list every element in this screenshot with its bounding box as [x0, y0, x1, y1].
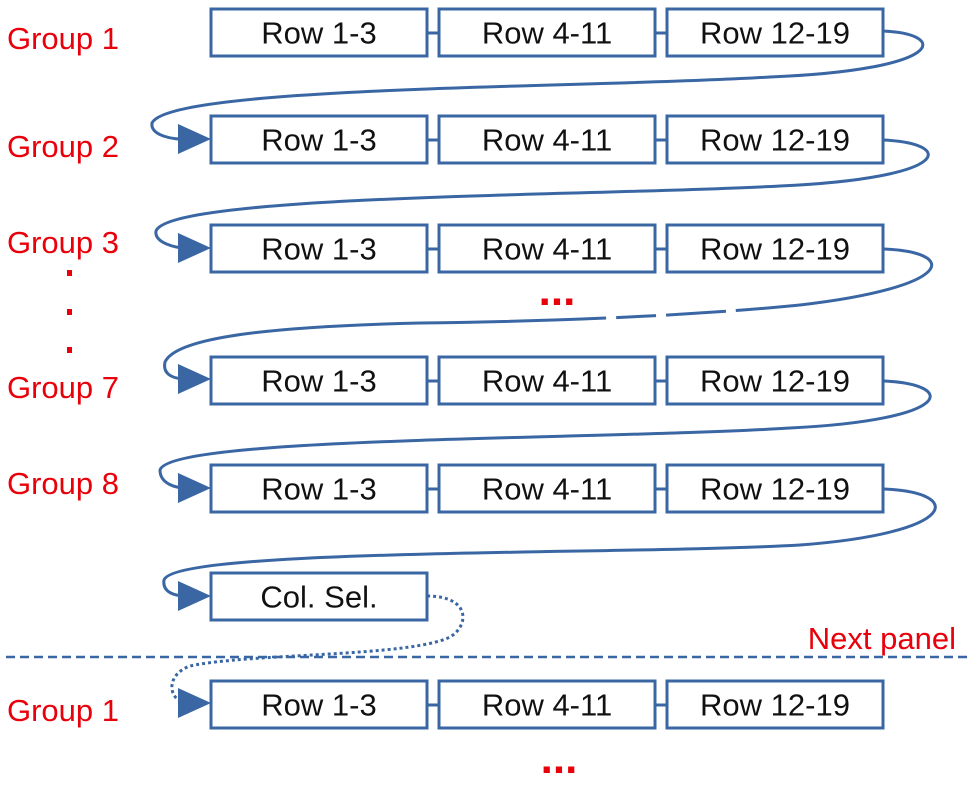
- flow-curve: [150, 29, 925, 141]
- row-box: Row 4-11: [437, 355, 657, 406]
- flow-curve: [154, 138, 930, 250]
- row-box-label: Row 12-19: [700, 472, 850, 507]
- row-box: Row 4-11: [437, 463, 657, 514]
- flow-arrowhead: [178, 233, 211, 263]
- flow-curve: [163, 247, 934, 381]
- flow-curve-dotted: [170, 594, 465, 705]
- flow-arrowhead: [178, 364, 211, 394]
- row-box-label: Row 1-3: [261, 364, 376, 399]
- row-box-label: Row 1-3: [261, 16, 376, 51]
- group-label: Group 3: [7, 225, 119, 260]
- row-box: Row 12-19: [665, 355, 885, 406]
- row-box: Row 12-19: [665, 114, 885, 165]
- ellipsis: ...: [539, 266, 576, 315]
- row-box: Row 12-19: [665, 223, 885, 274]
- group-label: Group 8: [7, 466, 119, 501]
- row-box: Row 1-3: [209, 463, 429, 514]
- row-box-label: Row 1-3: [261, 232, 376, 267]
- row-box: Row 1-3: [209, 355, 429, 406]
- row-box-label: Row 1-3: [261, 123, 376, 158]
- vertical-ellipsis-dot: [67, 309, 72, 315]
- ellipsis: ...: [541, 734, 578, 783]
- row-box-label: Row 12-19: [700, 688, 850, 723]
- group-label: Group 1: [7, 21, 119, 56]
- row-box: Row 4-11: [437, 679, 657, 730]
- row-box-label: Row 4-11: [482, 16, 612, 51]
- next-panel-label: Next panel: [808, 621, 956, 656]
- row-box-label: Row 4-11: [482, 688, 612, 723]
- flow-arrowhead: [178, 124, 211, 154]
- row-box: Row 1-3: [209, 7, 429, 58]
- row-box-label: Row 12-19: [700, 364, 850, 399]
- row-box-label: Row 1-3: [261, 688, 376, 723]
- row-box-label: Row 4-11: [482, 232, 612, 267]
- row-box-label: Row 1-3: [261, 472, 376, 507]
- row-box-label: Row 4-11: [482, 364, 612, 399]
- row-box: Row 1-3: [209, 114, 429, 165]
- row-box: Row 12-19: [665, 7, 885, 58]
- group-label: Group 1: [7, 693, 119, 728]
- group-label: Group 7: [7, 370, 119, 405]
- row-box-label: Row 4-11: [482, 123, 612, 158]
- vertical-ellipsis-dot: [67, 270, 72, 276]
- row-box: Row 1-3: [209, 223, 429, 274]
- column-selection-label: Col. Sel.: [260, 580, 377, 615]
- row-box-label: Row 12-19: [700, 232, 850, 267]
- row-box-label: Row 12-19: [700, 123, 850, 158]
- row-box-label: Row 12-19: [700, 16, 850, 51]
- flow-curve: [162, 487, 937, 598]
- row-box: Row 4-11: [437, 223, 657, 274]
- row-box: Row 12-19: [665, 679, 885, 730]
- vertical-ellipsis-dot: [67, 347, 72, 353]
- row-box-label: Row 4-11: [482, 472, 612, 507]
- column-selection-box: Col. Sel.: [209, 571, 429, 622]
- row-box: Row 1-3: [209, 679, 429, 730]
- group-label: Group 2: [7, 129, 119, 164]
- flow-arrowhead: [178, 581, 211, 611]
- flow-arrowhead: [178, 473, 211, 503]
- flow-curve: [158, 379, 932, 490]
- row-box: Row 12-19: [665, 463, 885, 514]
- flow-arrowhead: [178, 688, 211, 718]
- row-box: Row 4-11: [437, 114, 657, 165]
- row-box: Row 4-11: [437, 7, 657, 58]
